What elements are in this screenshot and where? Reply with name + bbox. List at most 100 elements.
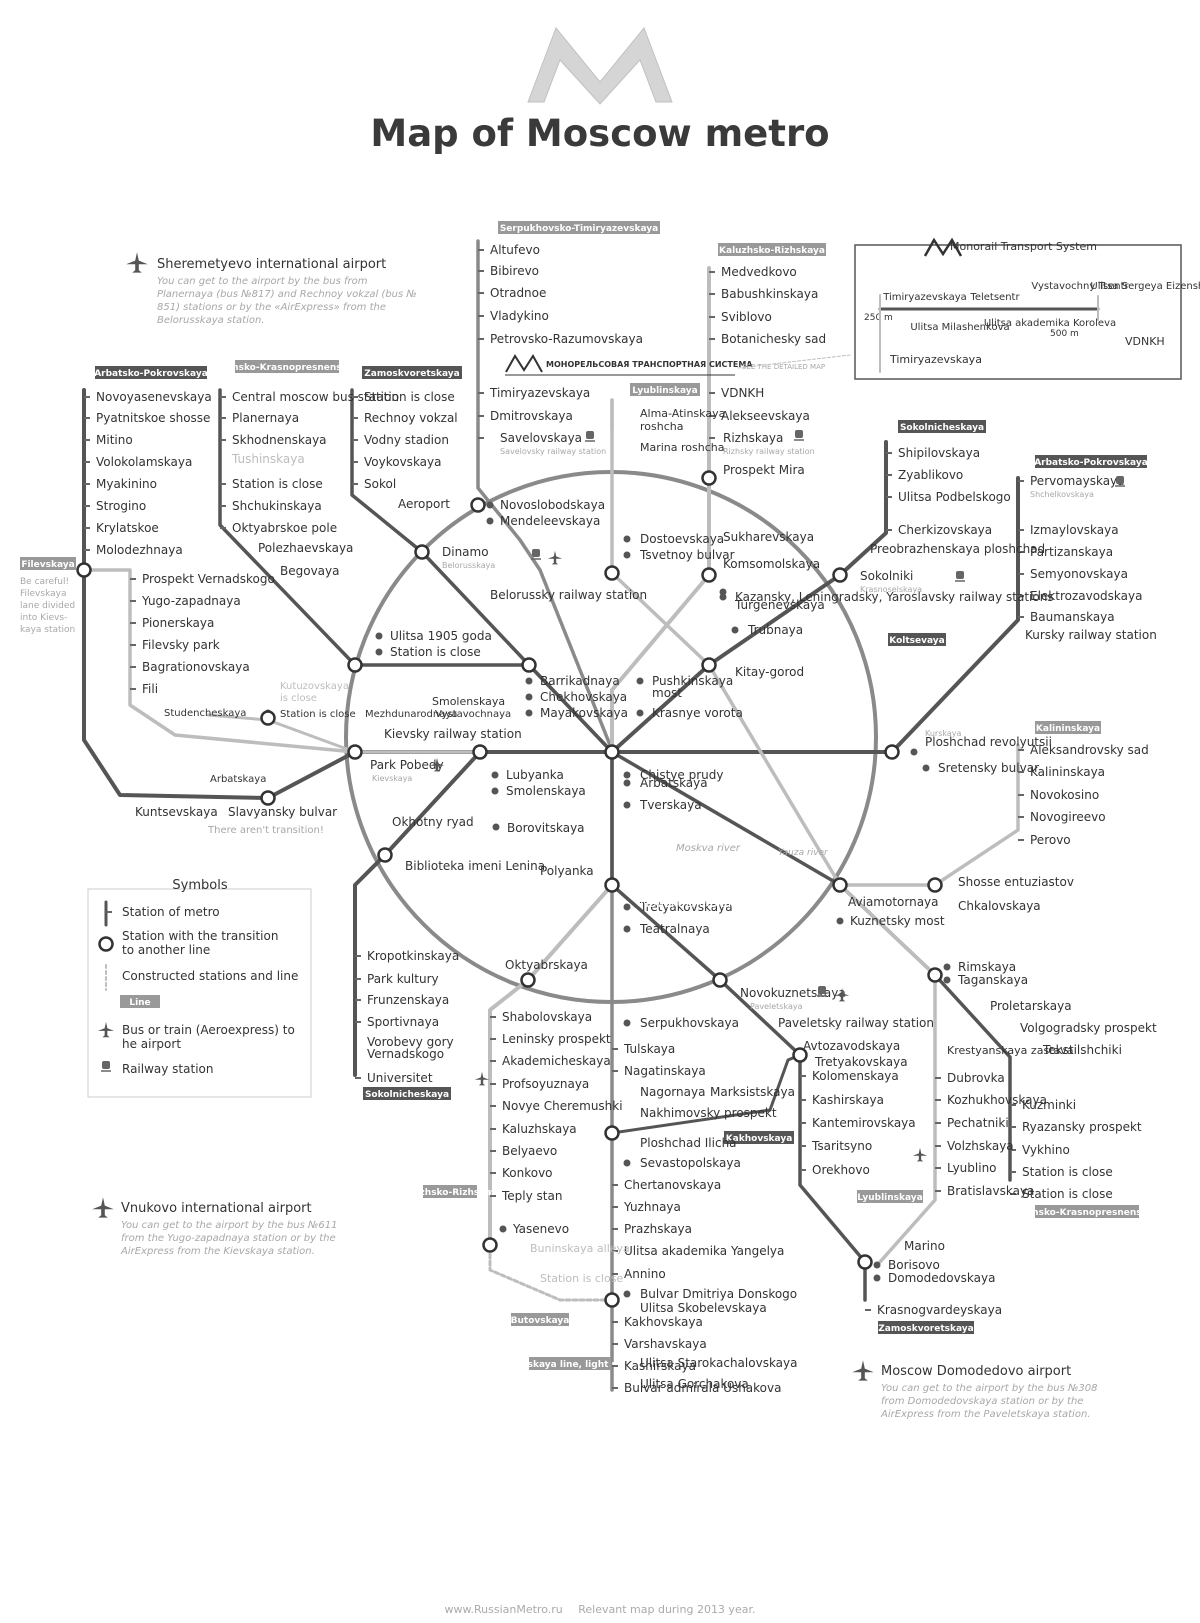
station-label: Otradnoe [490, 286, 546, 300]
station-label: Lyublino [947, 1161, 997, 1175]
monorail-arrow [737, 354, 851, 369]
station-label: Ulitsa Podbelskogo [898, 490, 1011, 504]
station-label: Novoyasenevskaya [96, 390, 212, 404]
line-tag-filevskaya: Filevskaya [20, 557, 76, 570]
airport-note: You can get to the airport by the bus fr… [157, 276, 368, 287]
station-label: Novye Cheremushki [502, 1099, 623, 1113]
page-title: Map of Moscow metro [370, 112, 830, 155]
line-tag-label: Koltsevaya [889, 636, 944, 646]
line-tag-box [1035, 721, 1101, 734]
line-tag-box [888, 633, 946, 646]
line-tag-box [718, 243, 826, 256]
station-label: Frunzenskaya [367, 993, 449, 1007]
station-label: Vladykino [490, 309, 549, 323]
station-label: Dubrovka [947, 1071, 1005, 1085]
station-label: Leninsky prospekt [502, 1032, 611, 1046]
legend-line-tag: Line [120, 995, 160, 1008]
station-label: Kaluzhskaya [502, 1122, 577, 1136]
station-label: Molodezhnaya [96, 543, 183, 557]
legend-label: Station of metro [122, 905, 220, 919]
station-label: Nagornaya [640, 1085, 705, 1099]
station-label: Teatralnaya [639, 922, 710, 936]
station-label: Planernaya [232, 411, 299, 425]
station-label: Vodny stadion [364, 433, 449, 447]
station-label: Krasnogvardeyskaya [877, 1303, 1002, 1317]
station-label: Station is close [280, 709, 356, 720]
monorail-distance: 250 m [864, 313, 893, 323]
station-label: Trubnaya [747, 623, 803, 637]
transfer-station-circle [472, 744, 488, 760]
station-label: Tverskaya [639, 798, 702, 812]
airport-name: Sheremetyevo international airport [157, 257, 386, 272]
station-label: Paveletsky railway station [778, 1016, 934, 1030]
line-tag-label: Serpukhovsko-Timiryazevskaya [500, 224, 658, 234]
station-label: Aviamotornaya [848, 895, 939, 909]
transfer-station-circle [792, 1047, 808, 1063]
station-label: Savelovsky railway station [500, 447, 606, 456]
airport-note: from the Yugo-zapadnaya station or by th… [121, 1233, 336, 1244]
station-label: Cherkizovskaya [898, 523, 992, 537]
station-label: Station is close [1022, 1165, 1113, 1179]
line-tag-arbatsko-pokrovskaya: Arbatsko-Pokrovskaya [94, 366, 208, 379]
transfer-station-circle [482, 1237, 498, 1253]
station-label: Mayakovskaya [540, 706, 628, 720]
transfer-station-dot [499, 1225, 507, 1233]
footer: www.RussianMetro.ru Relevant map during … [0, 1603, 1200, 1616]
transfer-station-dot [375, 632, 383, 640]
station-label: Tsaritsyno [811, 1139, 872, 1153]
line-kalininskaya [838, 743, 1020, 887]
station-label: Slavyansky bulvar [228, 805, 337, 819]
airplane-icon [429, 757, 445, 772]
station-label: Oktyabrskaya [505, 958, 588, 972]
station-label: Yugo-zapadnaya [141, 594, 241, 608]
transfer-station-circle [604, 877, 620, 893]
station-label: Polezhaevskaya [258, 541, 353, 555]
transfer-station-dot [491, 771, 499, 779]
station-label: Universitet [367, 1071, 433, 1085]
station-label: Aeroport [398, 497, 450, 511]
station-label: Borisovo [888, 1258, 940, 1272]
monorail-station-label: Timiryazevskaya [882, 292, 967, 303]
station-label: Izmaylovskaya [1030, 523, 1119, 537]
airport-note: Belorusskaya station. [157, 315, 265, 326]
station-label: Filevsky park [142, 638, 220, 652]
station-label: Baumanskaya [1030, 610, 1115, 624]
station-label: Ploshchad revolyutsii [925, 735, 1052, 749]
airport-name: Vnukovo international airport [121, 1201, 312, 1216]
legend-label: Bus or train (Aeroexpress) to [122, 1023, 295, 1037]
transfer-station-dot [623, 779, 631, 787]
airport-note: from Domodedovskaya station or by the [881, 1396, 1083, 1407]
airplane-icon [92, 1197, 114, 1218]
airplane-icon [834, 987, 850, 1002]
line-tag-box [498, 221, 660, 234]
station-label: Smolenskaya [506, 784, 586, 798]
station-label: Nakhimovsky prospekt [640, 1106, 777, 1120]
station-label: Novogireevo [1030, 810, 1106, 824]
station-label: Kuzminki [1022, 1098, 1076, 1112]
station-label: Kurskaya [925, 729, 962, 738]
station-label: Arbatskaya [210, 774, 266, 785]
station-label: Borovitskaya [507, 821, 585, 835]
station-label: Savelovskaya [500, 431, 582, 445]
station-label: Sviblovo [721, 310, 772, 324]
station-label: Botanichesky sad [721, 332, 826, 346]
transfer-station-circle [701, 567, 717, 583]
station-label: Kalininskaya [1030, 765, 1105, 779]
station-label: Mezhdunarodnaya [365, 709, 457, 720]
line-tag-box [724, 1131, 794, 1144]
station-label-cont: is close [280, 693, 317, 704]
station-label: Dinamo [442, 545, 489, 559]
airport-note: You can get to the airport by the bus №3… [881, 1383, 1097, 1394]
station-label: Park Pobedy [370, 758, 444, 772]
train-icon [532, 549, 540, 557]
transfer-station-dot [375, 648, 383, 656]
line-tag-box [363, 1087, 451, 1100]
transfer-station-dot [873, 1274, 881, 1282]
station-label: Prospekt Mira [723, 463, 805, 477]
transfer-station-dot [873, 1261, 881, 1269]
station-label: Nagatinskaya [624, 1064, 706, 1078]
station-label: Volokolamskaya [96, 455, 192, 469]
line-tag-box [898, 420, 986, 433]
station-label: Kuznetsky most [850, 914, 945, 928]
